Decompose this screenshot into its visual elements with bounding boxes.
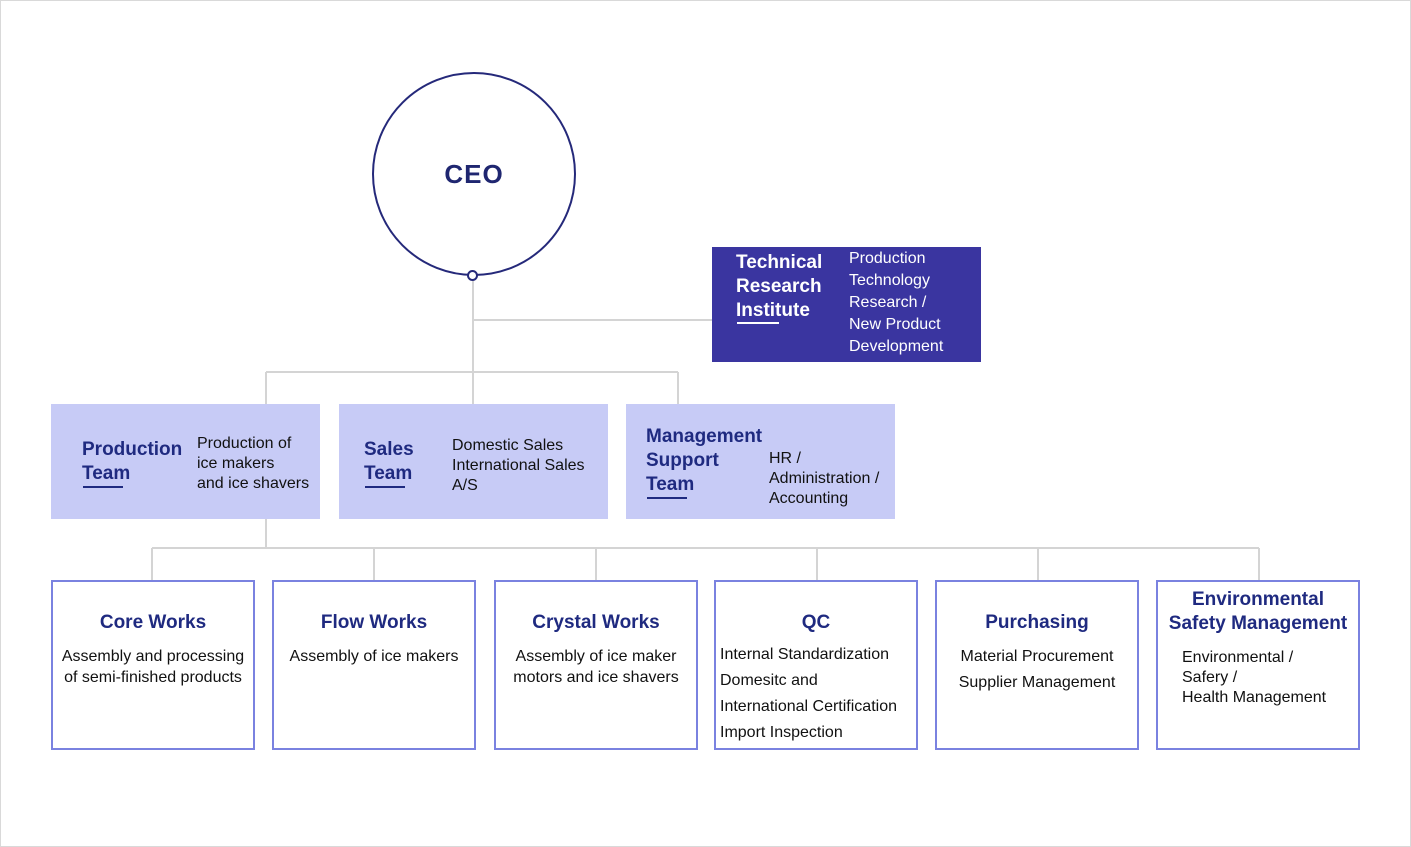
institute-desc-line: Production — [849, 250, 926, 267]
production-team-title: Production Team — [82, 438, 182, 486]
unit-desc-line: Assembly of ice maker — [515, 648, 677, 665]
team-title-line: Production — [82, 439, 183, 460]
management-support-team-box: Management Support Team HR / Administrat… — [626, 404, 895, 519]
institute-title-line: Research — [736, 276, 822, 297]
institute-desc-line: Technology — [849, 272, 930, 289]
qc-title: QC — [716, 612, 916, 634]
institute-description: Production Technology Research / New Pro… — [849, 248, 943, 358]
sales-team-underline — [365, 486, 405, 488]
team-title-line: Management — [646, 426, 763, 447]
institute-title-line: Technical — [736, 252, 823, 273]
flow-works-box: Flow Works Assembly of ice makers — [272, 580, 476, 750]
team-title-line: Team — [646, 474, 695, 495]
management-team-underline — [647, 497, 687, 499]
unit-desc-line: of semi-finished products — [64, 669, 242, 686]
team-desc-line: Production of — [197, 435, 292, 452]
unit-title-line: QC — [801, 612, 831, 633]
institute-desc-line: New Product — [849, 316, 941, 333]
purchasing-box: Purchasing Material Procurement Supplier… — [935, 580, 1139, 750]
crystal-works-title: Crystal Works — [496, 612, 696, 634]
team-desc-line: and ice shavers — [197, 475, 310, 492]
unit-title-line: Flow Works — [320, 612, 428, 633]
sales-team-description: Domestic Sales International Sales A/S — [452, 436, 585, 496]
crystal-works-description: Assembly of ice maker motors and ice sha… — [496, 646, 696, 688]
unit-desc-line: International Certification — [720, 698, 897, 715]
ceo-connector-dot — [467, 270, 478, 281]
core-works-box: Core Works Assembly and processing of se… — [51, 580, 255, 750]
environmental-safety-box: Environmental Safety Management Environm… — [1156, 580, 1360, 750]
purchasing-title: Purchasing — [937, 612, 1137, 634]
institute-desc-line: Development — [849, 338, 944, 355]
unit-desc-line: Environmental / — [1182, 649, 1294, 666]
unit-desc-line: Assembly of ice makers — [289, 648, 459, 665]
team-desc-line: Administration / — [769, 470, 880, 487]
unit-title-line: Crystal Works — [532, 612, 660, 633]
sales-team-title: Sales Team — [364, 438, 414, 486]
environmental-safety-title: Environmental Safety Management — [1158, 588, 1358, 636]
unit-desc-line: Import Inspection — [720, 724, 843, 741]
unit-desc-line: motors and ice shavers — [513, 669, 679, 686]
ceo-node: CEO — [372, 72, 576, 276]
team-title-line: Sales — [364, 439, 414, 460]
team-title-line: Team — [364, 463, 413, 484]
team-desc-line: A/S — [452, 477, 478, 494]
institute-title-underline — [737, 322, 779, 324]
flow-works-title: Flow Works — [274, 612, 474, 634]
crystal-works-box: Crystal Works Assembly of ice maker moto… — [494, 580, 698, 750]
unit-desc-line: Domesitc and — [720, 672, 818, 689]
production-team-box: Production Team Production of ice makers… — [51, 404, 320, 519]
production-team-underline — [83, 486, 123, 488]
ceo-label: CEO — [444, 158, 504, 189]
production-team-description: Production of ice makers and ice shavers — [197, 434, 309, 494]
core-works-description: Assembly and processing of semi-finished… — [53, 646, 253, 688]
team-desc-line: Domestic Sales — [452, 437, 564, 454]
team-title-line: Team — [82, 463, 131, 484]
unit-desc-line: Internal Standardization — [720, 646, 889, 663]
institute-title-line: Institute — [736, 300, 810, 321]
management-team-description: HR / Administration / Accounting — [769, 449, 879, 509]
flow-works-description: Assembly of ice makers — [274, 646, 474, 667]
purchasing-description: Material Procurement Supplier Management — [937, 644, 1137, 696]
environmental-safety-description: Environmental / Safery / Health Manageme… — [1182, 648, 1358, 708]
unit-desc-line: Health Management — [1182, 689, 1327, 706]
unit-title-line: Environmental — [1192, 589, 1324, 610]
unit-title-line: Core Works — [99, 612, 207, 633]
technical-research-institute-box: Technical Research Institute Production … — [712, 247, 981, 362]
unit-desc-line: Assembly and processing — [61, 648, 245, 665]
institute-title: Technical Research Institute — [736, 251, 822, 323]
management-team-title: Management Support Team — [646, 425, 762, 497]
team-desc-line: Accounting — [769, 490, 849, 507]
unit-desc-line: Safery / — [1182, 669, 1238, 686]
unit-title-line: Safety Management — [1168, 613, 1348, 634]
unit-title-line: Purchasing — [985, 612, 1089, 633]
core-works-title: Core Works — [53, 612, 253, 634]
team-desc-line: International Sales — [452, 457, 585, 474]
team-desc-line: HR / — [769, 450, 801, 467]
sales-team-box: Sales Team Domestic Sales International … — [339, 404, 608, 519]
qc-box: QC Internal Standardization Domesitc and… — [714, 580, 918, 750]
unit-desc-line: Material Procurement — [960, 648, 1114, 665]
qc-description: Internal Standardization Domesitc and In… — [720, 642, 916, 746]
institute-desc-line: Research / — [849, 294, 927, 311]
team-desc-line: ice makers — [197, 455, 275, 472]
team-title-line: Support — [646, 450, 719, 471]
unit-desc-line: Supplier Management — [958, 674, 1116, 691]
